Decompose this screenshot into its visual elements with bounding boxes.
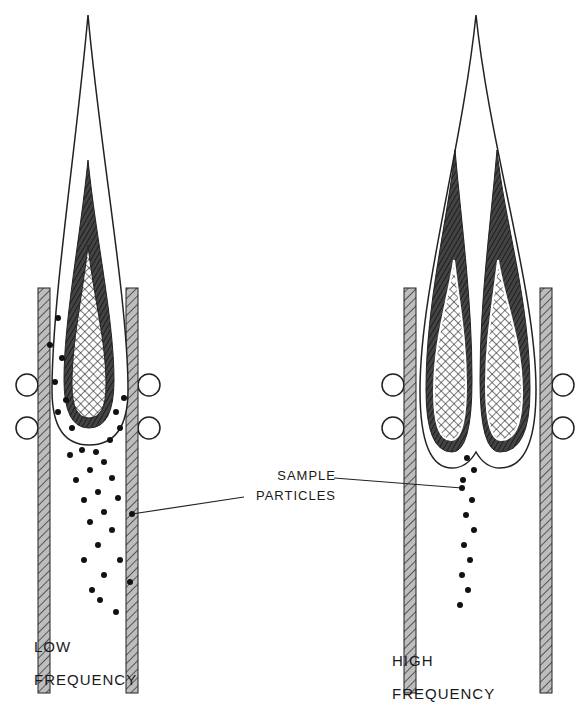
sample-particle — [459, 485, 465, 491]
sample-particle — [459, 572, 465, 578]
sample-particle — [460, 477, 466, 483]
sample-particle — [79, 447, 85, 453]
sample-particle — [101, 509, 107, 515]
coil-turn — [16, 374, 38, 396]
sample-particle — [127, 579, 133, 585]
sample-particle — [59, 355, 65, 361]
coil-turn — [138, 374, 160, 396]
leader-line — [334, 478, 462, 488]
sample-particle — [117, 425, 123, 431]
sample-particle — [469, 497, 475, 503]
callout-label: SAMPLE PARTICLES — [236, 466, 336, 506]
sample-particle — [467, 557, 473, 563]
sample-particle — [457, 602, 463, 608]
sample-particle — [95, 489, 101, 495]
plasma-outline — [52, 15, 128, 445]
sample-particle — [117, 557, 123, 563]
sample-particle — [93, 449, 99, 455]
sample-particle — [67, 452, 73, 458]
sample-particle — [87, 519, 93, 525]
sample-particle — [55, 409, 61, 415]
sample-particle — [52, 379, 58, 385]
sample-particles — [47, 315, 477, 615]
panel-caption: HIGH FREQUENCY — [392, 644, 518, 710]
coil-turn — [382, 417, 404, 439]
sample-particle — [63, 397, 69, 403]
hot-zone — [426, 150, 472, 452]
sample-particle — [113, 409, 119, 415]
coil-turn — [382, 374, 404, 396]
high-frequency-torch — [382, 15, 574, 693]
hot-zone — [480, 150, 530, 452]
coil-turn — [138, 417, 160, 439]
sample-particle — [89, 587, 95, 593]
torch-tube — [404, 288, 416, 693]
sample-particle — [87, 467, 93, 473]
sample-particle — [129, 511, 135, 517]
plasma-core — [486, 260, 522, 440]
low-frequency-torch — [16, 15, 160, 693]
sample-particle — [55, 315, 61, 321]
sample-particle — [464, 455, 470, 461]
sample-particle — [463, 512, 469, 518]
hot-zone — [64, 160, 114, 428]
sample-particle — [109, 475, 115, 481]
sample-particle — [471, 527, 477, 533]
sample-particle — [101, 572, 107, 578]
coil-turn — [552, 374, 574, 396]
leader-line — [132, 497, 244, 514]
sample-particle — [73, 477, 79, 483]
sample-particle — [471, 467, 477, 473]
torch-tube — [540, 288, 552, 693]
plasma-outline — [420, 15, 536, 468]
sample-particle — [101, 459, 107, 465]
torch-tube — [126, 288, 138, 693]
sample-particle — [81, 557, 87, 563]
sample-particle — [95, 542, 101, 548]
plasma-core — [72, 245, 106, 418]
sample-particle — [121, 395, 127, 401]
coil-turn — [16, 417, 38, 439]
sample-particle — [69, 425, 75, 431]
sample-particle — [107, 437, 113, 443]
sample-particle — [461, 542, 467, 548]
plasma-core — [434, 260, 466, 440]
sample-particle — [113, 609, 119, 615]
panel-caption: LOW FREQUENCY — [34, 630, 152, 696]
sample-particle — [465, 587, 471, 593]
coil-turn — [552, 417, 574, 439]
torch-tube — [38, 288, 50, 693]
sample-particle — [47, 342, 53, 348]
sample-particle — [109, 527, 115, 533]
sample-particle — [81, 497, 87, 503]
sample-particle — [115, 495, 121, 501]
sample-particle — [97, 597, 103, 603]
